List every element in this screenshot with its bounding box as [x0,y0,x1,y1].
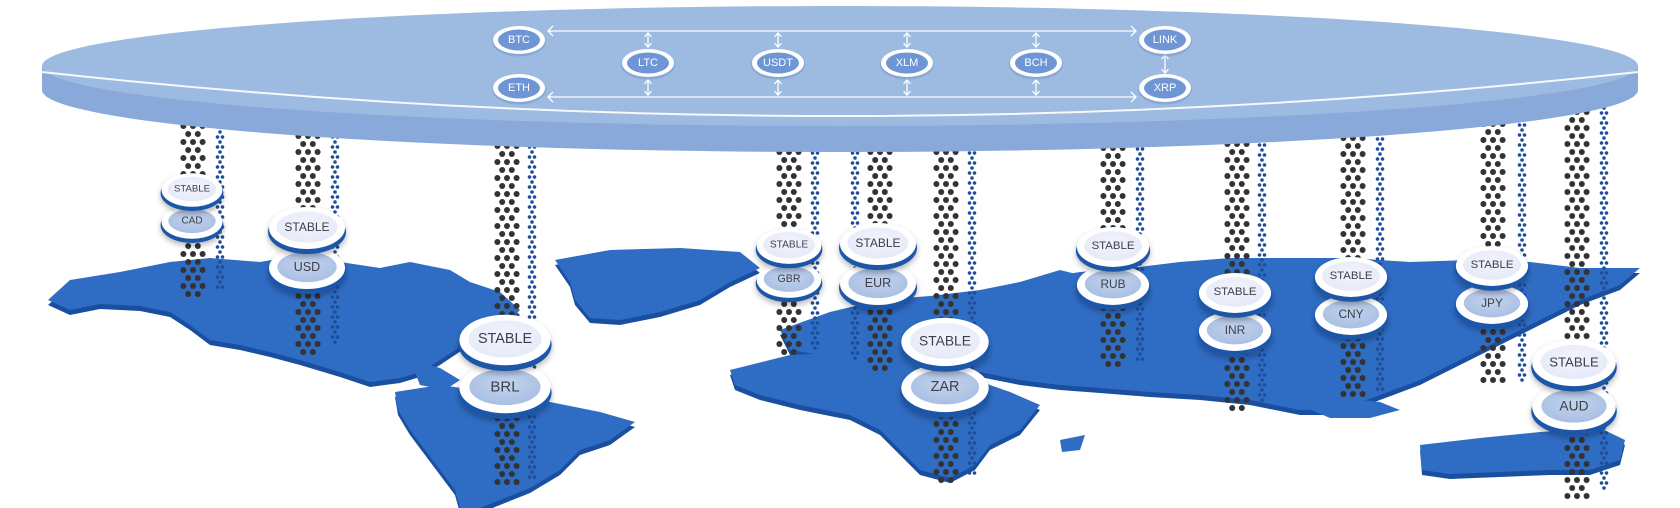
continent-greenland [555,248,760,325]
stack-rub[interactable]: RUB STABLE [1075,227,1151,310]
stack-aud[interactable]: AUD STABLE [1531,339,1617,436]
crypto-node-label: ETH [508,82,530,94]
connection-usdt-top [774,32,782,48]
stable-label: STABLE [1549,355,1599,370]
stack-brl[interactable]: BRL STABLE [458,314,552,419]
connection-xlm-top [903,32,911,48]
connection-bch-bottom [1032,79,1040,96]
stable-disc-cad[interactable]: STABLE [160,173,224,211]
blockchain-platform [41,6,1639,152]
connection-bch-top [1032,32,1040,48]
stack-cad[interactable]: CAD STABLE [160,173,224,243]
stable-disc-eur[interactable]: STABLE [839,223,917,270]
crypto-node-eth[interactable]: ETH [492,74,546,105]
crypto-node-ltc[interactable]: LTC [621,49,675,80]
fiat-disc-rub[interactable]: RUB [1075,265,1151,310]
crypto-node-link[interactable]: LINK [1138,26,1192,57]
connection-ltc-bottom [644,79,652,96]
stable-disc-rub[interactable]: STABLE [1075,227,1151,272]
stable-disc-cny[interactable]: STABLE [1313,257,1389,302]
stack-jpy[interactable]: JPY STABLE [1454,246,1530,329]
stable-label: STABLE [284,220,329,234]
crypto-node-label: XLM [896,57,919,69]
crypto-node-bch[interactable]: BCH [1009,49,1063,80]
fiat-disc-inr[interactable]: INR [1197,311,1273,356]
crypto-node-label: BCH [1024,57,1047,69]
stable-disc-inr[interactable]: STABLE [1197,273,1273,318]
fiat-disc-gbr[interactable]: GBR [755,262,823,303]
fiat-disc-aud[interactable]: AUD [1531,383,1617,436]
crypto-node-label: BTC [508,34,530,46]
crypto-node-label: XRP [1154,82,1177,94]
stable-label: STABLE [1471,259,1514,271]
fiat-disc-jpy[interactable]: JPY [1454,284,1530,329]
crypto-node-label: LINK [1153,34,1178,46]
stack-inr[interactable]: INR STABLE [1197,273,1273,356]
stable-label: STABLE [855,236,900,250]
stack-zar[interactable]: ZAR STABLE [900,317,990,418]
fiat-currency-label: USD [294,260,320,274]
fiat-disc-cny[interactable]: CNY [1313,295,1389,340]
fiat-currency-label: EUR [865,276,891,290]
crypto-nodes: BTC ETH LTC USDT XLM BCH LINK XRP [492,26,1192,105]
crypto-node-xlm[interactable]: XLM [880,49,934,80]
fiat-disc-brl[interactable]: BRL [458,362,552,419]
crypto-node-xrp[interactable]: XRP [1138,74,1192,105]
connection-ltc-top [644,32,652,48]
stable-label: STABLE [1092,240,1135,252]
stack-usd[interactable]: USD STABLE [268,207,346,294]
fiat-currency-label: CNY [1338,307,1363,321]
stable-disc-gbr[interactable]: STABLE [755,228,823,269]
stable-label: STABLE [919,334,971,349]
fiat-disc-cad[interactable]: CAD [160,205,224,243]
connection-xlm-bottom [903,79,911,96]
stable-disc-usd[interactable]: STABLE [268,207,346,254]
fiat-disc-eur[interactable]: EUR [839,263,917,310]
crypto-node-usdt[interactable]: USDT [751,49,805,80]
fiat-currency-label: GBR [778,273,801,285]
stable-disc-brl[interactable]: STABLE [458,314,552,371]
stable-label: STABLE [1214,286,1257,298]
fiat-currency-label: ZAR [931,379,960,395]
fiat-currency-label: INR [1225,323,1246,337]
fiat-disc-usd[interactable]: USD [268,247,346,294]
connection-usdt-bottom [774,79,782,96]
stable-label: STABLE [1330,270,1373,282]
stable-label: STABLE [770,240,809,251]
fiat-currency-label: CAD [181,216,202,227]
stable-disc-jpy[interactable]: STABLE [1454,246,1530,291]
stable-label: STABLE [174,184,210,195]
stack-cny[interactable]: CNY STABLE [1313,257,1389,340]
continent-australia [1420,428,1625,479]
fiat-stable-stacks: CAD STABLE USD STABLE BRL STABLE GBR STABLE EUR S… [160,173,1617,436]
continent-se-asia [1300,362,1440,418]
stable-label: STABLE [478,331,532,347]
crypto-node-btc[interactable]: BTC [492,26,546,57]
stable-disc-zar[interactable]: STABLE [900,317,990,372]
fiat-currency-label: AUD [1559,399,1588,414]
continent-north-america [48,255,520,390]
platform-top [42,6,1638,126]
stack-gbr[interactable]: GBR STABLE [755,228,823,303]
crypto-node-label: LTC [638,57,658,69]
fiat-currency-label: RUB [1100,277,1125,291]
fiat-disc-zar[interactable]: ZAR [900,363,990,418]
crypto-connections [547,25,1169,103]
stable-disc-aud[interactable]: STABLE [1531,339,1617,392]
fiat-currency-label: JPY [1481,296,1503,310]
crypto-node-label: USDT [763,57,793,69]
stack-eur[interactable]: EUR STABLE [839,223,917,310]
fiat-currency-label: BRL [490,379,519,396]
